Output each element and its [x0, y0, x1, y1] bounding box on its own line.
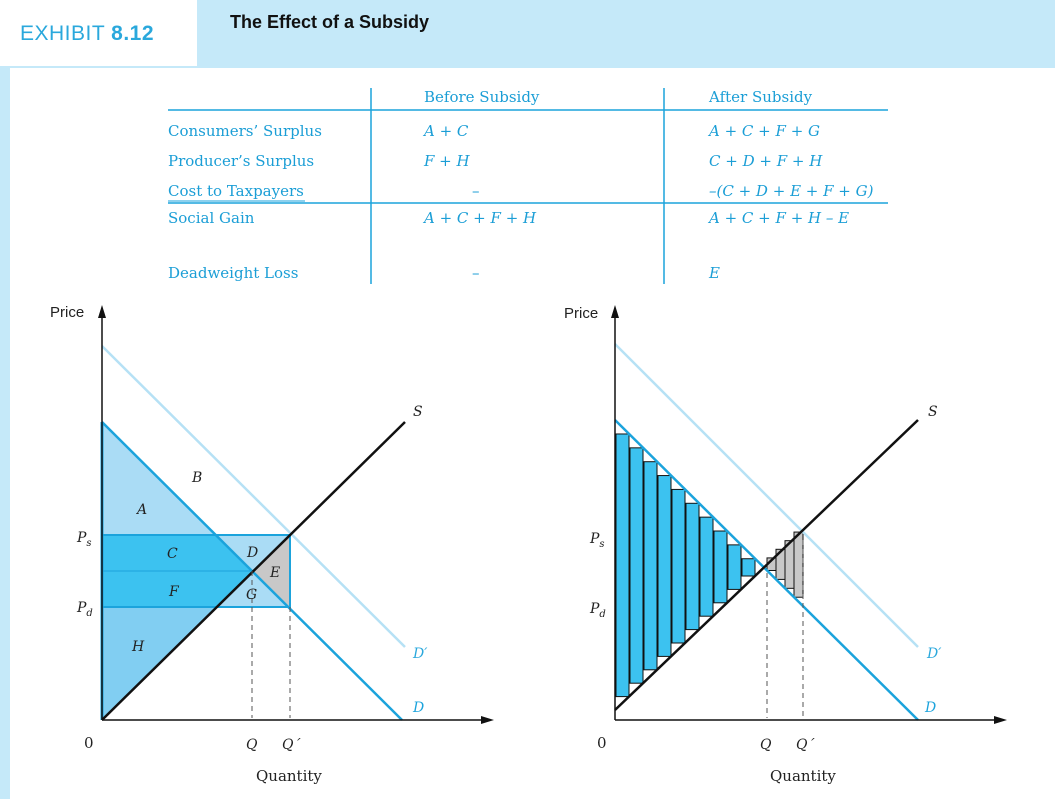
cell-producer-after: C + D + F + H	[709, 152, 823, 170]
area-e-label: E	[269, 565, 280, 581]
step-bar-blue	[727, 544, 742, 590]
left-demand-label: D	[412, 700, 424, 716]
step-bar-gray	[784, 540, 795, 589]
left-demand-shifted-line	[101, 345, 406, 648]
right-pd-label: Pd	[589, 601, 606, 620]
step-bar-gray	[793, 531, 804, 598]
step-bar-blue	[629, 447, 644, 684]
step-bars	[615, 433, 804, 698]
right-supply-line	[614, 419, 919, 711]
cell-consumer-before: A + C	[424, 122, 469, 140]
right-demand-shifted-label: D′	[926, 646, 942, 662]
right-x-axis-label: Quantity	[770, 767, 836, 785]
row-label-consumer-surplus: Consumers’ Surplus	[168, 122, 322, 140]
exhibit-word: EXHIBIT	[20, 22, 105, 45]
cell-consumer-after: A + C + F + G	[709, 122, 821, 140]
left-ps-label: Ps	[76, 530, 92, 549]
right-qprime-label: Q´	[796, 737, 815, 753]
left-qprime-label: Q´	[282, 737, 301, 753]
step-bar-blue	[615, 433, 630, 698]
right-y-arrow	[611, 305, 619, 318]
left-demand-shifted-label: D′	[412, 646, 428, 662]
row-label-social-gain: Social Gain	[168, 209, 255, 227]
area-d	[216, 535, 290, 571]
area-g	[216, 571, 290, 607]
area-c-label: C	[167, 546, 178, 562]
step-bar-blue	[671, 488, 686, 644]
cell-taxpayers-before: –	[472, 182, 480, 200]
left-supply-label: S	[413, 404, 423, 420]
col-header-after: After Subsidy	[709, 88, 813, 106]
area-d-label: D	[246, 545, 258, 561]
row-label-producer-surplus: Producer’s Surplus	[168, 152, 315, 170]
left-q-label: Q	[246, 737, 258, 753]
left-y-arrow	[98, 305, 106, 318]
area-b-label: B	[191, 470, 202, 486]
exhibit-badge: EXHIBIT 8.12	[0, 0, 197, 66]
right-supply-label: S	[928, 404, 938, 420]
left-x-arrow	[481, 716, 494, 724]
table-rules	[168, 88, 888, 284]
cell-deadweight-after: E	[709, 264, 720, 282]
area-g-label: G	[246, 587, 257, 603]
cell-producer-before: F + H	[424, 152, 470, 170]
step-bar-blue	[713, 530, 728, 604]
left-graph: Price Quantity 0 Ps Pd Q Q´ S D D′ A B C…	[50, 304, 494, 785]
right-demand-line	[614, 419, 919, 721]
row-label-cost-to-taxpayers: Cost to Taxpayers	[168, 182, 304, 200]
left-pd-label: Pd	[76, 600, 93, 619]
cell-taxpayers-after: –(C + D + E + F + G)	[709, 182, 874, 200]
step-bar-blue	[657, 475, 672, 657]
right-x-arrow	[994, 716, 1007, 724]
exhibit-title: The Effect of a Subsidy	[230, 12, 430, 32]
right-demand-shifted-line	[614, 343, 919, 648]
left-supply-line	[101, 421, 406, 721]
content-panel	[10, 68, 1055, 799]
cell-social-after: A + C + F + H – E	[709, 209, 850, 227]
left-y-axis-label: Price	[50, 304, 84, 321]
right-graph: Price Quantity 0 Ps Pd Q Q´ S D D′	[564, 305, 1007, 785]
step-bar-blue	[685, 502, 700, 631]
right-q-label: Q	[760, 737, 772, 753]
left-x-axis-label: Quantity	[256, 767, 322, 785]
right-demand-label: D	[924, 700, 936, 716]
right-y-axis-label: Price	[564, 305, 598, 322]
area-h-label: H	[131, 639, 145, 655]
cell-deadweight-before: –	[472, 264, 480, 282]
left-origin-label: 0	[84, 734, 94, 752]
step-bar-blue	[699, 516, 714, 617]
exhibit-label: EXHIBIT 8.12	[20, 22, 154, 46]
col-header-before: Before Subsidy	[424, 88, 540, 106]
cell-social-before: A + C + F + H	[424, 209, 537, 227]
row-label-deadweight-loss: Deadweight Loss	[168, 264, 299, 282]
step-bar-blue	[741, 558, 756, 577]
right-ps-label: Ps	[589, 531, 605, 550]
exhibit-number: 8.12	[111, 22, 155, 45]
right-origin-label: 0	[597, 734, 607, 752]
area-f-label: F	[168, 584, 180, 600]
area-a-label: A	[135, 502, 147, 518]
area-e	[252, 535, 290, 607]
step-bar-blue	[643, 461, 658, 671]
